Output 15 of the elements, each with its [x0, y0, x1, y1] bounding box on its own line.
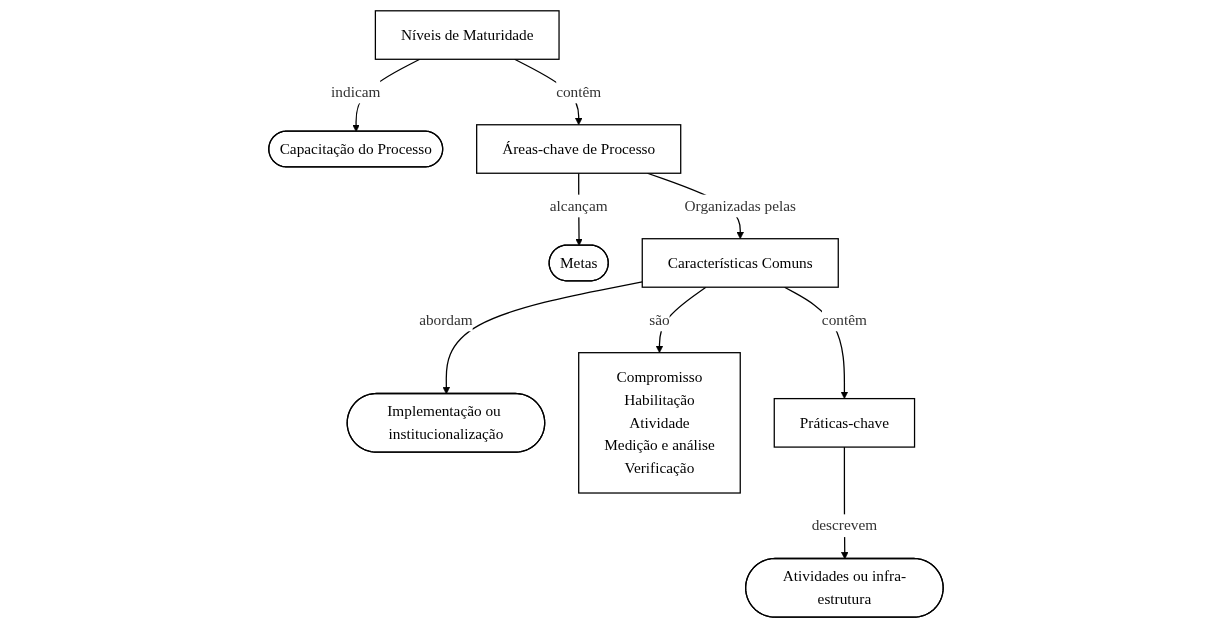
node-box: Práticas-chave	[773, 397, 916, 448]
node-box: Características Comuns	[641, 238, 839, 288]
arrow	[655, 286, 707, 354]
edge-label: contêm	[556, 83, 602, 101]
edge-label: contêm	[821, 311, 867, 329]
edge-label: alcançam	[549, 197, 608, 215]
edge-label: são	[649, 311, 670, 329]
edge-label: Organizadas pelas	[684, 197, 797, 215]
node-box: Áreas-chave de Processo	[476, 124, 682, 174]
edge-label: indicam	[331, 83, 381, 101]
edge-label: abordam	[419, 311, 473, 329]
arrow	[442, 281, 643, 395]
node-box: Níveis de Maturidade	[374, 10, 560, 60]
edge-label: descrevem	[811, 516, 878, 534]
node-box: Compromisso Habilitação Atividade Medição e análise Verificação	[578, 352, 741, 494]
